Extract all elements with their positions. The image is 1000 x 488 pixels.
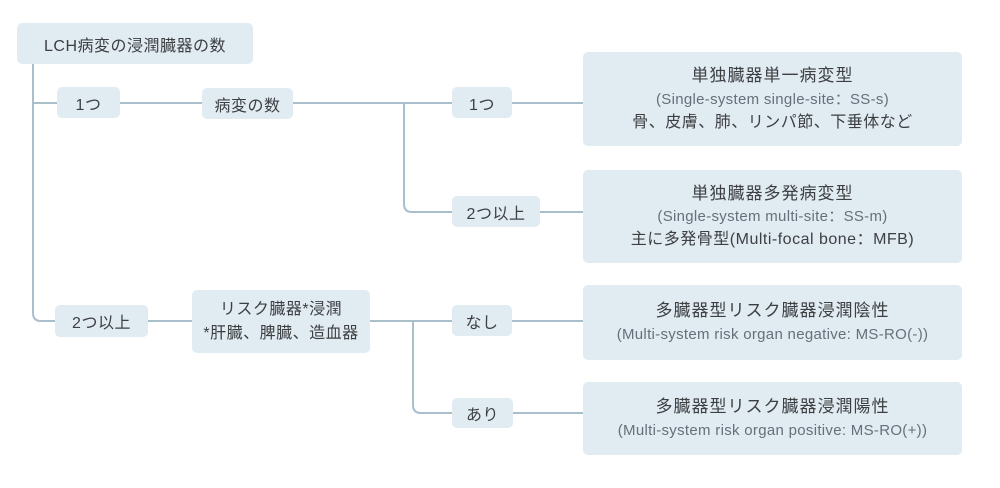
result-ss-s-note: 骨、皮膚、肺、リンパ節、下垂体など <box>632 113 913 131</box>
riskorgan-drop-line <box>412 321 452 414</box>
result-ms-ro-pos-node: 多臓器型リスク臓器浸潤陽性 (Multi-system risk organ p… <box>583 382 962 455</box>
result-ms-ro-neg-node: 多臓器型リスク臓器浸潤陰性 (Multi-system risk organ n… <box>583 285 962 360</box>
trunk-line <box>32 64 55 322</box>
lesioncount-drop-line <box>403 103 452 213</box>
result-ss-s-subtitle: (Single-system single-site：SS-s) <box>656 90 889 108</box>
lesion-two-or-more-node: 2つ以上 <box>452 196 540 227</box>
result-ss-m-title: 単独臓器多発病変型 <box>691 183 854 203</box>
result-ss-s-title: 単独臓器単一病変型 <box>691 66 854 86</box>
result-ms-ro-neg-subtitle: (Multi-system risk organ negative: MS-RO… <box>616 325 929 343</box>
result-ms-ro-pos-subtitle: (Multi-system risk organ positive: MS-RO… <box>617 421 928 439</box>
lesion-one-node: 1つ <box>452 87 512 118</box>
branch-multi-node: 2つ以上 <box>55 305 148 337</box>
result-ss-m-node: 単独臓器多発病変型 (Single-system multi-site：SS-m… <box>583 170 962 263</box>
lesion-count-node: 病変の数 <box>202 88 293 119</box>
risk-organ-line1: リスク臓器*浸潤 <box>219 301 343 319</box>
risk-present-node: あり <box>452 398 513 428</box>
result-ss-m-note: 主に多発骨型(Multi-focal bone：MFB) <box>630 231 915 249</box>
result-ss-m-subtitle: (Single-system multi-site：SS-m) <box>657 208 888 226</box>
result-ms-ro-pos-title: 多臓器型リスク臓器浸潤陽性 <box>655 397 890 417</box>
result-ss-s-node: 単独臓器単一病変型 (Single-system single-site：SS-… <box>583 52 962 146</box>
result-ms-ro-neg-title: 多臓器型リスク臓器浸潤陰性 <box>655 301 890 321</box>
risk-organ-line2: *肝臓、脾臓、造血器 <box>203 324 359 342</box>
branch-one-node: 1つ <box>57 87 120 118</box>
risk-none-node: なし <box>452 305 512 336</box>
risk-organ-node: リスク臓器*浸潤 *肝臓、脾臓、造血器 <box>192 290 370 353</box>
root-node: LCH病変の浸潤臓器の数 <box>17 23 253 64</box>
